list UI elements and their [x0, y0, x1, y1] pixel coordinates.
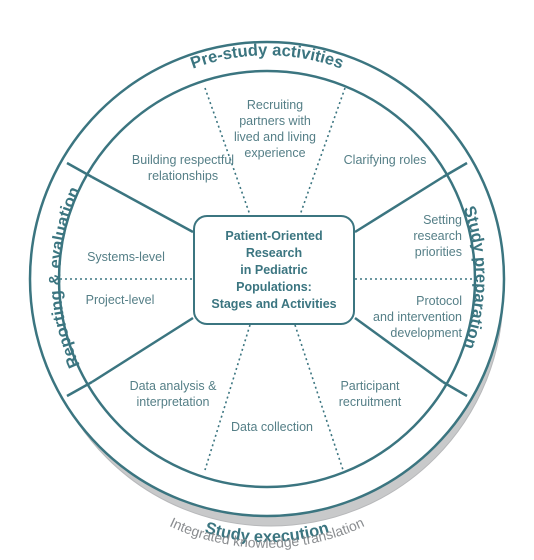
dotted-divider-bottom-right: [294, 324, 344, 471]
center-title-line: Stages and Activities: [211, 296, 337, 311]
activity-project-level: Project-level: [85, 293, 155, 307]
activity-building-relationships: Building respectful relationships: [131, 153, 235, 183]
center-title-box: Patient-Oriented Research in Pediatric P…: [193, 215, 355, 325]
divider-ring-bottomleft: [66, 380, 93, 398]
center-title: Patient-Oriented Research in Pediatric P…: [201, 228, 347, 313]
activity-data-analysis: Data analysis & interpretation: [129, 379, 217, 409]
divider-ring-bottomright: [442, 380, 468, 398]
divider-topright: [354, 175, 444, 234]
center-title-line: in Pediatric Populations:: [236, 262, 312, 294]
activity-clarifying-roles: Clarifying roles: [343, 153, 427, 167]
activity-recruiting-partners: Recruiting partners with lived and livin…: [234, 98, 316, 160]
activity-setting-priorities: Setting research priorities: [413, 213, 462, 259]
divider-bottomright: [354, 316, 444, 384]
divider-ring-topleft: [66, 161, 93, 179]
divider-bottomleft: [91, 316, 194, 384]
activity-participant-recruitment: Participant recruitment: [338, 379, 402, 409]
divider-topleft: [91, 175, 194, 234]
center-title-line: Patient-Oriented Research: [225, 228, 323, 260]
dotted-divider-bottom-left: [204, 324, 251, 471]
activity-data-collection: Data collection: [231, 420, 313, 434]
divider-ring-topright: [442, 161, 468, 179]
activity-protocol-development: Protocol and intervention development: [373, 294, 462, 340]
activity-systems-level: Systems-level: [87, 250, 165, 264]
